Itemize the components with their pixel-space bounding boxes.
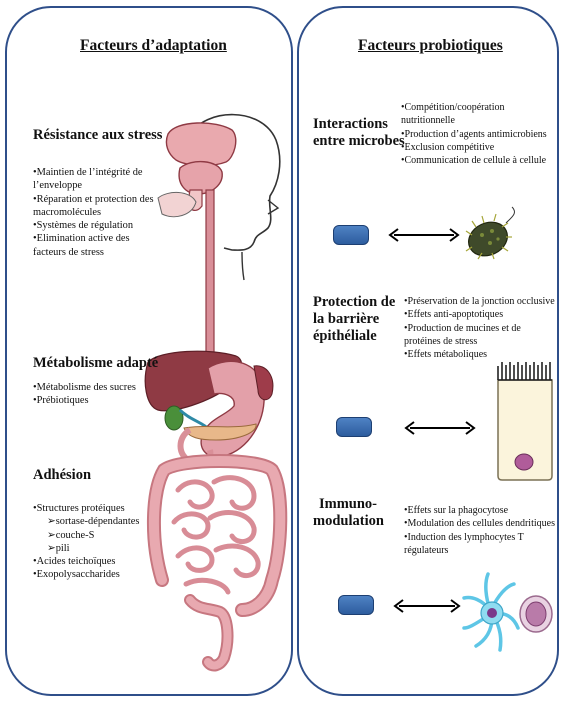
capsule-icon (338, 595, 374, 615)
probiotic-panel-title: Facteurs probiotiques (358, 37, 503, 55)
list-item: •Systèmes de régulation (33, 219, 165, 232)
dendritic-cell-icon (462, 570, 558, 652)
list-item: •Production d’agents antimicrobiens (401, 128, 557, 141)
list-item: protéines de stress (404, 335, 559, 348)
capsule-icon (333, 225, 369, 245)
epithelial-barrier-heading: Protection de la barrière épithéliale (313, 294, 395, 345)
list-item: macromolécules (33, 206, 165, 219)
double-arrow-icon (393, 598, 461, 614)
list-item: •Elimination active des (33, 232, 165, 245)
stress-resistance-list: •Maintien de l’intégrité de l’enveloppe … (33, 166, 165, 259)
adhesion-heading: Adhésion (33, 467, 91, 484)
microbe-interactions-heading: Interactions entre microbes (313, 116, 405, 150)
list-item: •Structures protéiques (33, 502, 163, 515)
adhesion-list: •Structures protéiques ➢sortase-dépendan… (33, 502, 163, 582)
list-item: •Maintien de l’intégrité de (33, 166, 165, 179)
adapted-metabolism-list: •Métabolisme des sucres •Prébiotiques (33, 381, 163, 408)
list-item: •Modulation des cellules dendritiques (404, 517, 559, 530)
list-item: •Effets anti-apoptotiques (404, 308, 559, 321)
capsule-icon (336, 417, 372, 437)
epithelial-barrier-list: •Préservation de la jonction occlusive •… (404, 295, 559, 361)
list-item: •Induction des lymphocytes T (404, 531, 559, 544)
list-sub-item: ➢couche-S (33, 529, 163, 542)
microbe-interactions-list: •Compétition/coopération nutritionnelle … (401, 101, 557, 167)
bacterium-icon (462, 205, 524, 263)
list-item: •Acides teichoïques (33, 555, 163, 568)
list-item: •Exclusion compétitive (401, 141, 557, 154)
immunomodulation-list: •Effets sur la phagocytose •Modulation d… (404, 504, 559, 557)
human-digestive-tract-icon (150, 110, 290, 670)
list-item: •Communication de cellule à cellule (401, 154, 557, 167)
adapted-metabolism-heading: Métabolisme adapté (33, 355, 158, 372)
list-item: nutritionnelle (401, 114, 557, 127)
list-item: l’enveloppe (33, 179, 165, 192)
adaptation-panel-title: Facteurs d’adaptation (80, 37, 227, 55)
list-item: •Métabolisme des sucres (33, 381, 163, 394)
list-sub-item: ➢pili (33, 542, 163, 555)
immunomodulation-heading: Immuno- modulation (313, 496, 384, 530)
list-item: •Prébiotiques (33, 394, 163, 407)
double-arrow-icon (388, 227, 460, 243)
list-item: •Réparation et protection des (33, 193, 165, 206)
list-item: •Production de mucines et de (404, 322, 559, 335)
double-arrow-icon (404, 420, 476, 436)
list-item: régulateurs (404, 544, 559, 557)
list-item: •Exopolysaccharides (33, 568, 163, 581)
list-sub-item: ➢sortase-dépendantes (33, 515, 163, 528)
stress-resistance-heading: Résistance aux stress (33, 127, 162, 144)
list-item: •Effets sur la phagocytose (404, 504, 559, 517)
epithelial-cell-icon (496, 360, 554, 482)
list-item: facteurs de stress (33, 246, 165, 259)
list-item: •Compétition/coopération (401, 101, 557, 114)
list-item: •Préservation de la jonction occlusive (404, 295, 559, 308)
